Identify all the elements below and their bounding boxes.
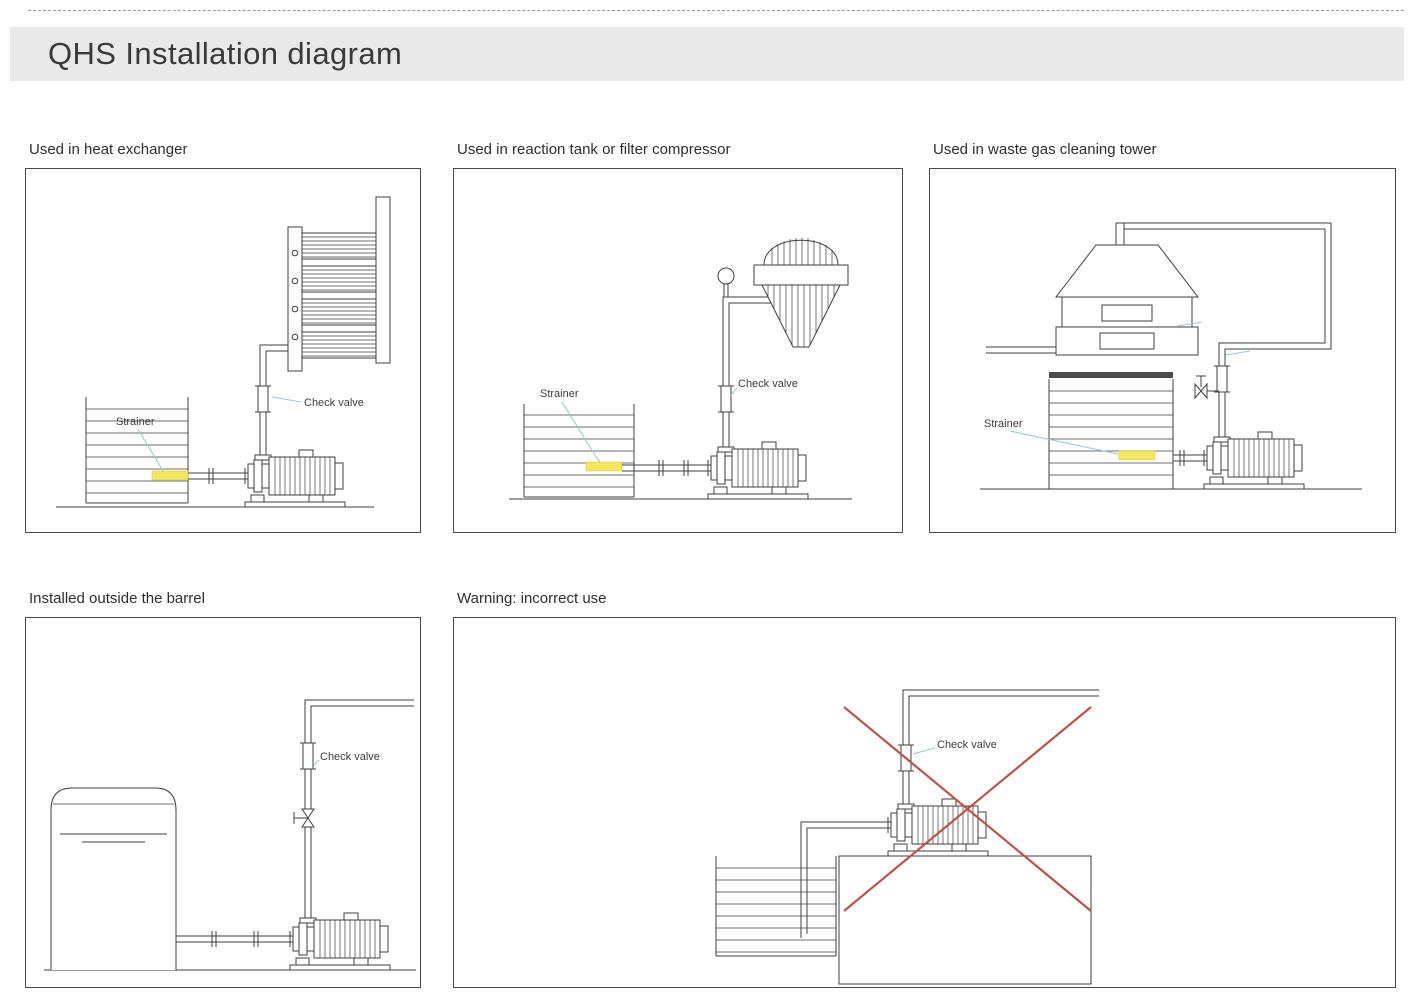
diagram-heat-exchanger: Strainer Check valve bbox=[56, 196, 391, 508]
panel-box-waste-gas-tower: Strainer bbox=[929, 168, 1396, 533]
discharge-pipe bbox=[1218, 401, 1226, 437]
storage-tank bbox=[1048, 379, 1174, 490]
storage-tank bbox=[523, 404, 635, 498]
diagram-waste-gas-tower: Strainer bbox=[980, 222, 1362, 490]
discharge-pipe bbox=[902, 689, 1099, 804]
panel-outside-barrel: Installed outside the barrel bbox=[25, 589, 421, 988]
tower-inlet-pipe bbox=[986, 346, 1056, 354]
gate-valve bbox=[1194, 375, 1219, 400]
panel-box-reaction-tank: Strainer Check valve bbox=[453, 168, 903, 533]
check-valve-label: Check valve bbox=[937, 739, 997, 751]
diagram-reaction-tank: Strainer Check valve bbox=[509, 238, 852, 500]
strainer-leader-line bbox=[1009, 430, 1119, 455]
discharge-pipe bbox=[304, 699, 414, 918]
check-valve bbox=[1213, 356, 1231, 402]
reaction-vessel bbox=[753, 238, 849, 348]
panel-title-warning: Warning: incorrect use bbox=[457, 590, 607, 607]
panel-box-heat-exchanger: Strainer Check valve bbox=[25, 168, 421, 533]
barrel bbox=[50, 787, 177, 970]
pressure-gauge bbox=[717, 267, 735, 297]
tower-outlet-pipe bbox=[1115, 222, 1332, 357]
check-valve-leader-line bbox=[912, 747, 936, 755]
panel-waste-gas-tower: Used in waste gas cleaning tower bbox=[929, 140, 1396, 533]
panel-box-warning: Check valve bbox=[453, 617, 1396, 988]
error-cross bbox=[843, 706, 1092, 912]
pedestal bbox=[838, 855, 1092, 985]
strainer-highlight bbox=[151, 470, 189, 481]
check-valve-label: Check valve bbox=[320, 751, 380, 763]
page-header: QHS Installation diagram bbox=[10, 27, 1404, 81]
suction-pipe bbox=[1173, 450, 1192, 466]
panel-title-reaction-tank: Used in reaction tank or filter compress… bbox=[457, 141, 731, 158]
strainer-leader-line bbox=[137, 428, 164, 472]
panel-title-outside-barrel: Installed outside the barrel bbox=[29, 590, 205, 607]
cleaning-tower bbox=[1054, 244, 1200, 356]
storage-tank bbox=[715, 856, 837, 957]
check-valve bbox=[254, 376, 272, 422]
strainer-highlight bbox=[1118, 450, 1156, 461]
page-title: QHS Installation diagram bbox=[48, 36, 403, 71]
flow-marks bbox=[1177, 321, 1251, 356]
pump bbox=[875, 798, 989, 857]
strainer-label: Strainer bbox=[116, 416, 155, 428]
panel-reaction-tank: Used in reaction tank or filter compress… bbox=[453, 140, 903, 533]
diagram-warning: Check valve bbox=[715, 689, 1099, 985]
pump bbox=[1191, 431, 1305, 490]
check-valve bbox=[299, 733, 317, 779]
panel-box-outside-barrel: Check valve bbox=[25, 617, 421, 988]
check-valve-leader-line bbox=[271, 396, 302, 403]
pump bbox=[277, 912, 391, 971]
check-valve-label: Check valve bbox=[304, 397, 364, 409]
discharge-pipe bbox=[259, 344, 288, 455]
check-valve-label: Check valve bbox=[738, 378, 798, 390]
check-valve-leader-line bbox=[730, 387, 738, 396]
suction-pipe bbox=[800, 821, 876, 938]
suction-pipe bbox=[622, 460, 696, 476]
tank-rim bbox=[1049, 372, 1173, 378]
heat-exchanger bbox=[287, 196, 391, 372]
strainer-label: Strainer bbox=[984, 418, 1023, 430]
check-valve bbox=[717, 376, 735, 422]
diagram-outside-barrel: Check valve bbox=[44, 699, 416, 971]
panel-heat-exchanger: Used in heat exchanger bbox=[25, 140, 421, 533]
check-valve-leader-line bbox=[313, 759, 320, 766]
discharge-pipe bbox=[722, 296, 771, 447]
top-dashed-rule bbox=[28, 10, 1404, 11]
panel-title-waste-gas-tower: Used in waste gas cleaning tower bbox=[933, 141, 1157, 158]
panel-title-heat-exchanger: Used in heat exchanger bbox=[29, 141, 188, 158]
suction-pipe bbox=[188, 468, 233, 484]
pump bbox=[232, 449, 346, 508]
suction-pipe bbox=[176, 931, 278, 947]
storage-tank bbox=[85, 397, 189, 504]
strainer-leader-line bbox=[561, 401, 601, 464]
strainer-label: Strainer bbox=[540, 388, 579, 400]
gate-valve bbox=[293, 808, 315, 828]
pump bbox=[695, 441, 809, 500]
strainer-highlight bbox=[585, 461, 623, 472]
panel-warning: Warning: incorrect use bbox=[453, 589, 1396, 988]
